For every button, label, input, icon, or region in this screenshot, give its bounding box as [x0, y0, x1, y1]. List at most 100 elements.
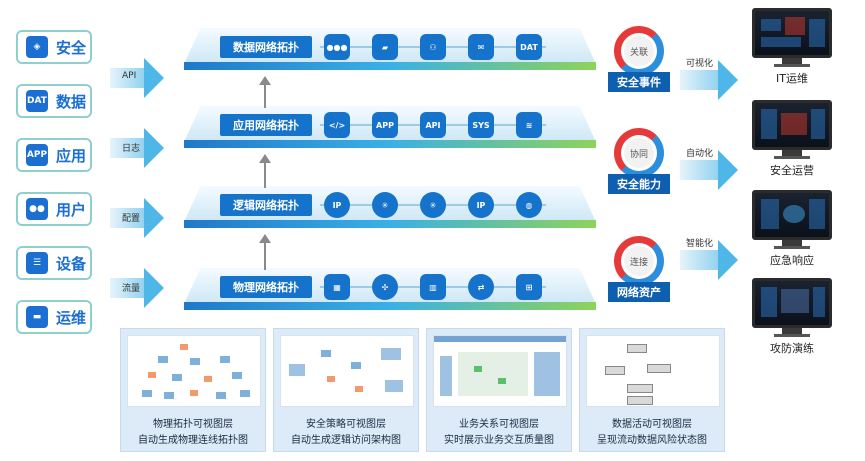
users-icon: ●●	[26, 198, 48, 220]
category-application: APP 应用	[16, 138, 92, 172]
up-arrow	[259, 234, 271, 270]
category-label: 设备	[56, 254, 87, 273]
panel-title: 数据活动可视图层	[612, 419, 692, 430]
cycle-network-asset: 连接 网络资产	[608, 236, 670, 302]
layer-title: 逻辑网络拓扑	[220, 194, 312, 216]
cycle-inner-label: 连接	[624, 246, 654, 276]
panel-data-activity-view: 数据活动可视图层 呈现流动数据风险状态图	[579, 328, 725, 452]
input-label: API	[122, 71, 137, 81]
monitor-caption: 安全运营	[770, 164, 814, 177]
layer-title: 物理网络拓扑	[220, 276, 312, 298]
layer-physical-topology: 物理网络拓扑 ▦ ✣ ▥ ⇄ ⊞	[172, 268, 608, 312]
security-policy-thumbnail	[280, 335, 414, 407]
input-arrow-logs: 日志	[110, 128, 164, 168]
dat-file-icon: DAT	[516, 34, 542, 60]
panel-subtitle: 实时展示业务交互质量图	[444, 435, 554, 446]
data-activity-thumbnail	[586, 335, 720, 407]
app-icon: APP	[372, 112, 398, 138]
ip-pin-icon: IP	[324, 192, 350, 218]
up-arrow	[259, 76, 271, 108]
panel-subtitle: 自动生成物理连线拓扑图	[138, 435, 248, 446]
input-label: 日志	[122, 144, 141, 154]
cycle-inner-label: 关联	[624, 36, 654, 66]
category-device: ☰ 设备	[16, 246, 92, 280]
output-label: 自动化	[686, 149, 714, 159]
server-icon: ☰	[26, 252, 48, 274]
router-icon: ✣	[372, 274, 398, 300]
output-arrow-automation: 自动化	[680, 149, 738, 190]
monitor-screen	[752, 190, 832, 240]
category-security: ◈ 安全	[16, 30, 92, 64]
router-icon: ▬	[26, 306, 48, 328]
cycle-security-event: 关联 安全事件	[608, 26, 670, 92]
shield-icon: ◈	[26, 36, 48, 58]
api-icon: API	[420, 112, 446, 138]
monitor-caption: IT运维	[776, 72, 808, 85]
layer-title: 应用网络拓扑	[220, 114, 312, 136]
input-arrow-api: API	[110, 58, 164, 98]
folder-chart-icon: ▰	[372, 34, 398, 60]
monitor-caption: 应急响应	[770, 254, 814, 267]
category-label: 数据	[56, 92, 87, 111]
layer-logical-topology: 逻辑网络拓扑 IP ✳ ✳ IP ◍	[172, 186, 608, 230]
category-label: 运维	[56, 308, 87, 327]
panel-business-relation-view: 业务关系可视图层 实时展示业务交互质量图	[426, 328, 572, 452]
monitor-it-ops: IT运维	[752, 8, 832, 86]
monitor-emergency-response: 应急响应	[752, 190, 832, 268]
monitor-security-ops: 安全运营	[752, 100, 832, 178]
app-icon: APP	[26, 144, 48, 166]
dat-file-icon: DAT	[26, 90, 48, 112]
org-chart-icon: ⚇	[420, 34, 446, 60]
monitor-screen	[752, 278, 832, 328]
layer-title: 数据网络拓扑	[220, 36, 312, 58]
users-icon: ●●●	[324, 34, 350, 60]
devices-icon: ▦	[324, 274, 350, 300]
physical-topology-thumbnail	[127, 335, 261, 407]
panel-subtitle: 自动生成逻辑访问架构图	[291, 435, 401, 446]
category-label: 应用	[56, 146, 87, 165]
output-label: 可视化	[686, 59, 714, 69]
hub-icon: ✳	[372, 192, 398, 218]
cycle-tag: 网络资产	[608, 282, 670, 302]
layer-data-topology: 数据网络拓扑 ●●● ▰ ⚇ ✉ DAT	[172, 28, 608, 72]
panel-title: 业务关系可视图层	[459, 419, 539, 430]
output-arrow-intelligence: 智能化	[680, 239, 738, 280]
globe-shield-icon: ◍	[516, 192, 542, 218]
hub-icon: ✳	[420, 192, 446, 218]
database-icon: ≋	[516, 112, 542, 138]
ip-pin-icon: IP	[468, 192, 494, 218]
output-arrow-visualization: 可视化	[680, 59, 738, 100]
category-label: 安全	[56, 38, 87, 57]
input-label: 流量	[122, 284, 141, 294]
sys-file-icon: SYS	[468, 112, 494, 138]
input-arrow-config: 配置	[110, 198, 164, 238]
input-arrow-traffic: 流量	[110, 268, 164, 308]
output-label: 智能化	[686, 239, 714, 249]
panel-physical-topology-view: 物理拓扑可视图层 自动生成物理连线拓扑图	[120, 328, 266, 452]
category-user: ●● 用户	[16, 192, 92, 226]
panel-security-policy-view: 安全策略可视图层 自动生成逻辑访问架构图	[273, 328, 419, 452]
layer-application-topology: 应用网络拓扑 </> APP API SYS ≋	[172, 106, 608, 150]
monitor-caption: 攻防演练	[770, 342, 814, 355]
category-data: DAT 数据	[16, 84, 92, 118]
code-monitor-icon: </>	[324, 112, 350, 138]
up-arrow	[259, 154, 271, 188]
monitor-screen	[752, 100, 832, 150]
panel-subtitle: 呈现流动数据风险状态图	[597, 435, 707, 446]
category-label: 用户	[56, 200, 87, 219]
mail-icon: ✉	[468, 34, 494, 60]
rack-icon: ▥	[420, 274, 446, 300]
cycle-tag: 安全能力	[608, 174, 670, 194]
input-label: 配置	[122, 214, 141, 224]
switch-icon: ⇄	[468, 274, 494, 300]
panel-title: 物理拓扑可视图层	[153, 419, 233, 430]
monitor-screen	[752, 8, 832, 58]
network-icon: ⊞	[516, 274, 542, 300]
panel-title: 安全策略可视图层	[306, 419, 386, 430]
category-operations: ▬ 运维	[16, 300, 92, 334]
cycle-security-capability: 协同 安全能力	[608, 128, 670, 194]
business-relation-thumbnail	[433, 335, 567, 407]
cycle-inner-label: 协同	[624, 138, 654, 168]
monitor-attack-defense-drill: 攻防演练	[752, 278, 832, 356]
cycle-tag: 安全事件	[608, 72, 670, 92]
